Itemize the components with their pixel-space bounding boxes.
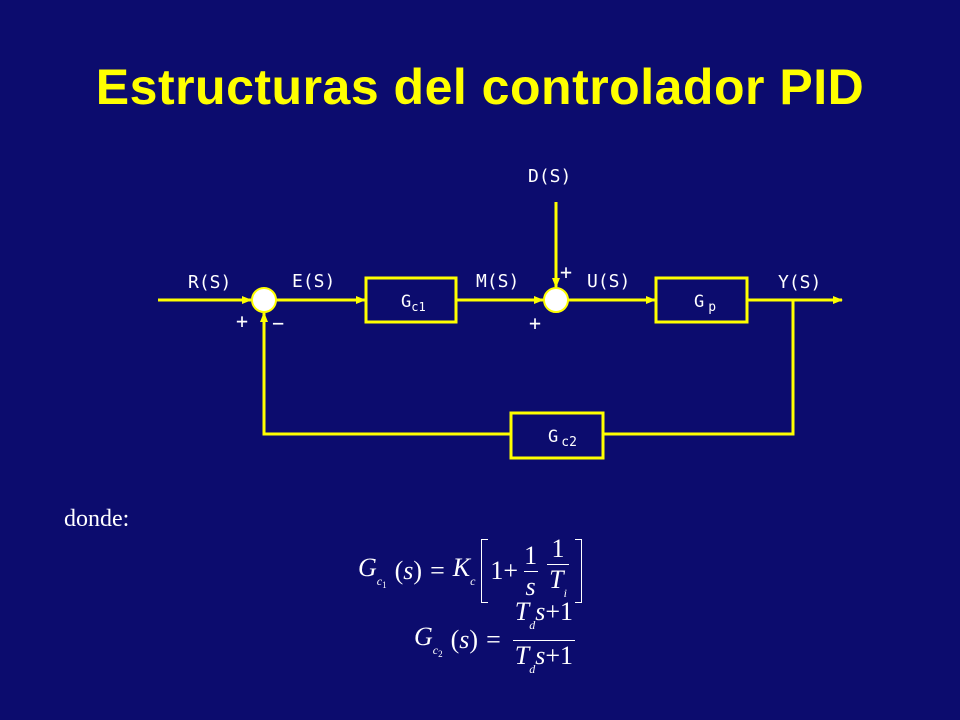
eq1-equals: = bbox=[430, 556, 445, 585]
eq2-equals: = bbox=[486, 625, 501, 654]
line-feedback-right bbox=[603, 300, 795, 436]
eq1-bracket: 1+ 1 s 1 Ti bbox=[481, 536, 582, 606]
signal-e-label: E(S) bbox=[292, 271, 335, 292]
eq1-lhs: Gc1 bbox=[358, 552, 387, 590]
eq1-gain: Kc bbox=[452, 553, 476, 588]
eq2-lhs: Gc2 bbox=[414, 621, 443, 659]
summing-junction-1 bbox=[251, 287, 277, 313]
equation-gc1: Gc1 (s) = Kc 1+ 1 s 1 Ti bbox=[358, 536, 582, 606]
equation-gc2: Gc2 (s) = Tds+1 Tds+1 bbox=[414, 598, 579, 676]
eq1-frac-2: 1 Ti bbox=[547, 536, 569, 606]
eq1-one: 1+ bbox=[490, 556, 519, 585]
signal-r-label: R(S) bbox=[188, 272, 231, 293]
where-label: donde: bbox=[64, 506, 130, 532]
line-feedback-left bbox=[260, 312, 511, 436]
eq2-numerator: Tds+1 bbox=[514, 596, 574, 632]
eq2-denominator: Tds+1 bbox=[512, 639, 576, 682]
signal-m-label: M(S) bbox=[476, 271, 519, 292]
signal-d-label: D(S) bbox=[528, 166, 571, 187]
block-gc1-label: Gc1 bbox=[401, 292, 426, 314]
sign-sum2-left: + bbox=[529, 311, 541, 335]
sign-sum2-top: + bbox=[560, 260, 572, 284]
eq1-arg: (s) bbox=[394, 556, 423, 585]
slide-title: Estructuras del controlador PID bbox=[95, 59, 865, 115]
sign-sum1-plus: + bbox=[236, 309, 248, 333]
summing-junction-2 bbox=[543, 287, 569, 313]
signal-u-label: U(S) bbox=[587, 271, 630, 292]
eq2-fraction: Tds+1 Tds+1 bbox=[512, 596, 576, 682]
eq1-frac-1: 1 s bbox=[523, 540, 538, 601]
signal-y-label: Y(S) bbox=[778, 272, 821, 293]
eq2-arg: (s) bbox=[450, 625, 479, 654]
sign-sum1-minus: − bbox=[272, 311, 284, 335]
